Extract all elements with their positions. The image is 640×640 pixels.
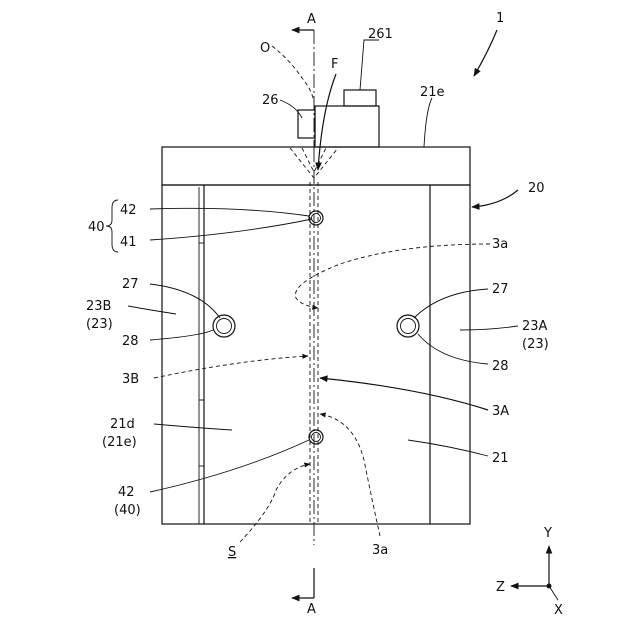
leader-42-top (150, 208, 309, 216)
label-20: 20 (528, 181, 545, 196)
connector-261 (344, 90, 376, 106)
label-O: O (260, 41, 270, 56)
label-23A: 23A (522, 319, 548, 334)
leader-F (318, 74, 336, 170)
label-28-left: 28 (122, 334, 139, 349)
leader-21 (408, 440, 488, 456)
label-42-top: 42 (120, 203, 137, 218)
axis-z-label: Z (496, 580, 505, 595)
label-23A-paren: (23) (522, 337, 549, 352)
leader-27-right (414, 289, 488, 318)
sensor-26 (298, 110, 315, 138)
label-27-right: 27 (492, 282, 509, 297)
label-21d: 21d (110, 417, 135, 432)
axis-y-label: Y (543, 526, 552, 541)
label-F: F (331, 57, 338, 72)
label-27-left: 27 (122, 277, 139, 292)
label-40: 40 (88, 220, 105, 235)
section-label-top: A (307, 12, 316, 27)
leader-261 (360, 40, 379, 90)
body-top-band (162, 147, 470, 185)
hole-42-bottom-inner (312, 433, 321, 442)
label-23B: 23B (86, 299, 111, 314)
axis-origin (547, 584, 552, 589)
leader-3B (154, 356, 308, 378)
label-21e-top: 21e (420, 85, 445, 100)
leader-3A (320, 378, 488, 410)
leader-23A (460, 326, 518, 330)
label-21e-paren: (21e) (102, 435, 137, 450)
leader-41 (150, 219, 312, 240)
label-40-paren: (40) (114, 503, 141, 518)
leader-27-left (150, 284, 220, 318)
screw-27-left-inner (217, 319, 232, 334)
sensor-housing (315, 106, 379, 147)
section-label-bottom: A (307, 602, 316, 617)
leader-21d (154, 424, 232, 430)
leader-21e (424, 98, 432, 147)
body-main (162, 185, 470, 524)
label-23B-paren: (23) (86, 317, 113, 332)
label-261: 261 (368, 27, 393, 42)
hole-41-top-inner (312, 214, 321, 223)
label-3A: 3A (492, 404, 509, 419)
leader-20 (472, 190, 518, 207)
bracket-40 (106, 200, 118, 252)
leader-23B (128, 306, 176, 314)
leader-42-bottom (150, 440, 309, 492)
leader-26 (280, 100, 302, 118)
label-1: 1 (496, 11, 504, 26)
label-3B: 3B (122, 372, 139, 387)
leader-28-right (418, 334, 488, 364)
label-42-bottom: 42 (118, 485, 135, 500)
label-26: 26 (262, 93, 279, 108)
axis-x-label: X (554, 603, 563, 618)
label-41: 41 (120, 235, 137, 250)
label-3a-top: 3a (492, 237, 508, 252)
label-21: 21 (492, 451, 509, 466)
leader-3a-bottom (320, 414, 380, 536)
leader-3a-top (295, 244, 490, 308)
leader-S (240, 464, 310, 542)
label-S: S (228, 545, 236, 560)
label-3a-bottom: 3a (372, 543, 388, 558)
screw-27-right-inner (401, 319, 416, 334)
leader-1 (474, 30, 497, 76)
label-28-right: 28 (492, 359, 509, 374)
